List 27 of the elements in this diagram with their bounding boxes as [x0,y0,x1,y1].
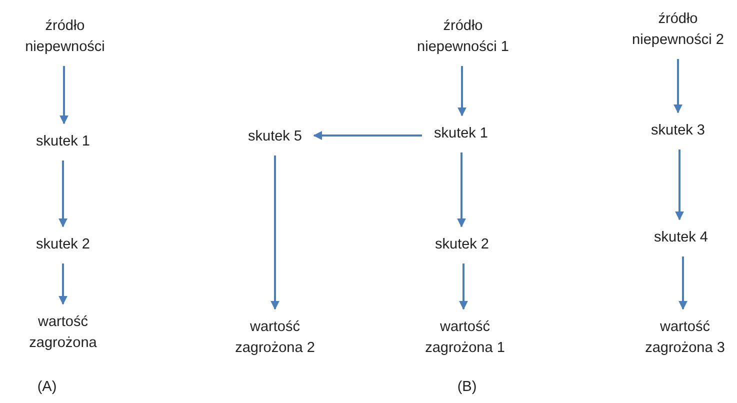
flow-text: skutek 2 [18,234,108,256]
panel-label: (B) [457,379,477,395]
flow-text: skutek 4 [636,228,726,248]
arrow [58,264,68,305]
arrow [60,66,68,124]
flow-text: skutek 1 [416,124,506,144]
arrow [675,150,684,220]
arrow [457,152,466,228]
arrow [459,264,468,310]
flow-text: wartość zagrożona 2 [225,316,325,360]
flow-text: wartość zagrożona 1 [415,316,515,360]
arrow [678,256,688,310]
flow-text: źródło niepewności 1 [411,16,515,58]
flow-text: skutek 3 [633,120,723,142]
arrow [458,66,466,116]
arrow [270,156,280,310]
arrow [313,131,422,140]
arrow [58,160,68,228]
flow-text: wartość zagrożona 3 [635,316,735,360]
panel-label: (A) [37,379,57,395]
flow-text: skutek 2 [417,234,507,256]
arrow [674,59,682,114]
flow-text: źródło niepewności 2 [626,8,730,52]
flow-text: źródło niepewności [17,16,113,58]
flow-text: skutek 1 [18,132,108,152]
flow-text: skutek 5 [230,126,320,148]
flow-text: wartość zagrożona [15,312,111,354]
